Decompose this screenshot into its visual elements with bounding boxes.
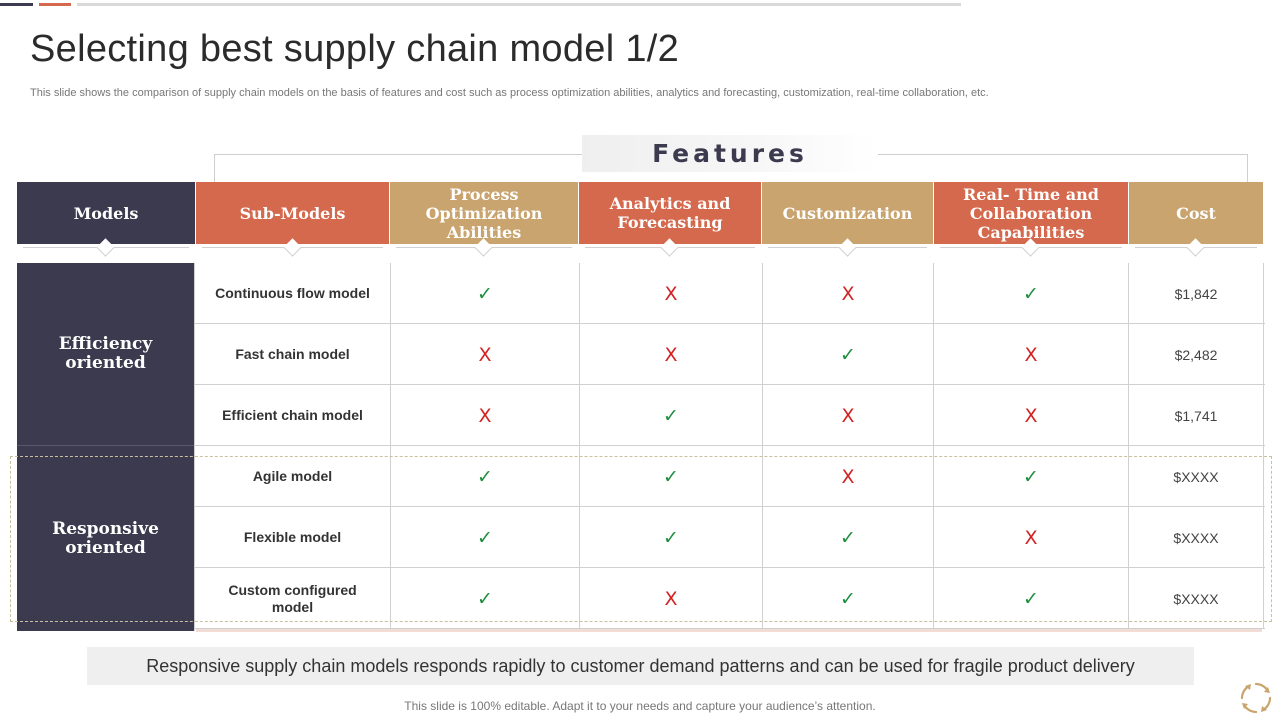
- check-icon: ✓: [477, 526, 493, 549]
- customization-cell: X: [763, 263, 934, 324]
- sub-model-cell: Efficient chain model: [195, 385, 391, 446]
- check-icon: ✓: [477, 282, 493, 305]
- cross-icon: X: [841, 404, 855, 427]
- sub-model-cell: Flexible model: [195, 507, 391, 568]
- analytics-cell: X: [580, 324, 763, 385]
- customization-cell: X: [763, 446, 934, 507]
- check-icon: ✓: [840, 343, 856, 366]
- sub-model-cell: Agile model: [195, 446, 391, 507]
- table-row: Custom configured model ✓ X ✓ ✓ $XXXX: [195, 568, 1265, 629]
- analytics-cell: X: [580, 568, 763, 629]
- group-efficiency-oriented: Efficiency oriented: [17, 263, 194, 446]
- process-cell: ✓: [391, 568, 580, 629]
- cost-cell: $2,482: [1129, 324, 1264, 385]
- sub-model-cell: Continuous flow model: [195, 263, 391, 324]
- cost-cell: $XXXX: [1129, 568, 1264, 629]
- cost-cell: $XXXX: [1129, 446, 1264, 507]
- table-row: Efficient chain model X ✓ X X $1,741: [195, 385, 1265, 446]
- cross-icon: X: [1024, 343, 1038, 366]
- sub-model-cell: Fast chain model: [195, 324, 391, 385]
- table-bottom-strip: [196, 629, 1262, 632]
- header-pointer: [768, 247, 927, 261]
- process-cell: ✓: [391, 263, 580, 324]
- top-accent-bar-coral: [39, 3, 71, 6]
- header-models: Models: [17, 182, 195, 244]
- top-accent-bar-navy: [0, 3, 33, 6]
- customization-cell: ✓: [763, 507, 934, 568]
- table-row: Flexible model ✓ ✓ ✓ X $XXXX: [195, 507, 1265, 568]
- header-pointer: [202, 247, 383, 261]
- check-icon: ✓: [840, 526, 856, 549]
- check-icon: ✓: [1023, 465, 1039, 488]
- cost-cell: $1,842: [1129, 263, 1264, 324]
- group-responsive-oriented: Responsive oriented: [17, 446, 194, 631]
- check-icon: ✓: [663, 465, 679, 488]
- check-icon: ✓: [1023, 587, 1039, 610]
- check-icon: ✓: [477, 465, 493, 488]
- slide-title: Selecting best supply chain model 1/2: [30, 28, 680, 70]
- check-icon: ✓: [477, 587, 493, 610]
- cycle-arrows-icon: [1240, 682, 1272, 714]
- analytics-cell: ✓: [580, 446, 763, 507]
- header-process-optimization: Process Optimization Abilities: [390, 182, 578, 244]
- analytics-cell: ✓: [580, 385, 763, 446]
- header-pointer: [585, 247, 755, 261]
- customization-cell: ✓: [763, 568, 934, 629]
- realtime-cell: X: [934, 324, 1129, 385]
- header-pointer: [396, 247, 572, 261]
- analytics-cell: ✓: [580, 507, 763, 568]
- check-icon: ✓: [1023, 282, 1039, 305]
- top-accent-bar-grey: [77, 3, 961, 6]
- realtime-cell: ✓: [934, 263, 1129, 324]
- cross-icon: X: [664, 282, 678, 305]
- realtime-cell: X: [934, 385, 1129, 446]
- realtime-cell: ✓: [934, 446, 1129, 507]
- slide-subtitle: This slide shows the comparison of suppl…: [30, 87, 989, 99]
- cost-cell: $XXXX: [1129, 507, 1264, 568]
- check-icon: ✓: [663, 404, 679, 427]
- table-row: Continuous flow model ✓ X X ✓ $1,842: [195, 263, 1265, 324]
- check-icon: ✓: [840, 587, 856, 610]
- sub-model-cell: Custom configured model: [195, 568, 391, 629]
- process-cell: X: [391, 324, 580, 385]
- analytics-cell: X: [580, 263, 763, 324]
- header-pointer: [23, 247, 189, 261]
- process-cell: ✓: [391, 446, 580, 507]
- cross-icon: X: [1024, 404, 1038, 427]
- table-row: Fast chain model X X ✓ X $2,482: [195, 324, 1265, 385]
- cross-icon: X: [478, 404, 492, 427]
- cross-icon: X: [664, 343, 678, 366]
- header-pointer: [1135, 247, 1257, 261]
- process-cell: ✓: [391, 507, 580, 568]
- process-cell: X: [391, 385, 580, 446]
- features-label: Features: [582, 135, 878, 172]
- cross-icon: X: [841, 465, 855, 488]
- header-customization: Customization: [762, 182, 933, 244]
- realtime-cell: ✓: [934, 568, 1129, 629]
- cost-cell: $1,741: [1129, 385, 1264, 446]
- header-sub-models: Sub-Models: [196, 182, 389, 244]
- cross-icon: X: [664, 587, 678, 610]
- cross-icon: X: [841, 282, 855, 305]
- header-pointer: [940, 247, 1122, 261]
- cross-icon: X: [478, 343, 492, 366]
- header-realtime-collaboration: Real- Time and Collaboration Capabilitie…: [934, 182, 1128, 244]
- customization-cell: X: [763, 385, 934, 446]
- customization-cell: ✓: [763, 324, 934, 385]
- header-cost: Cost: [1129, 182, 1263, 244]
- header-analytics-forecasting: Analytics and Forecasting: [579, 182, 761, 244]
- check-icon: ✓: [663, 526, 679, 549]
- realtime-cell: X: [934, 507, 1129, 568]
- table-row: Agile model ✓ ✓ X ✓ $XXXX: [195, 446, 1265, 507]
- cross-icon: X: [1024, 526, 1038, 549]
- footer-note: This slide is 100% editable. Adapt it to…: [404, 699, 876, 713]
- summary-banner: Responsive supply chain models responds …: [87, 647, 1194, 685]
